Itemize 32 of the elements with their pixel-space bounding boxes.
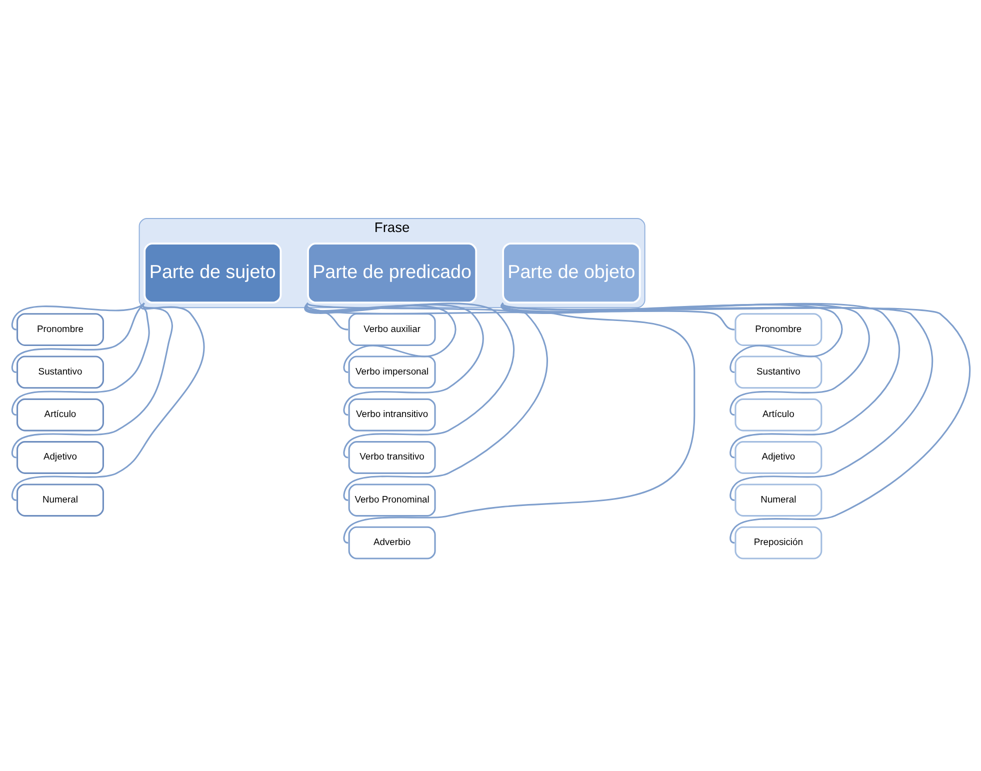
connector — [10, 302, 144, 372]
node-box: Parte de predicado — [306, 242, 477, 304]
connector — [304, 302, 484, 416]
node-box: Sustantivo — [16, 355, 104, 388]
node-box: Parte de sujeto — [143, 242, 282, 304]
connector — [304, 302, 514, 458]
node-box: Verbo Pronominal — [348, 483, 436, 516]
connector — [10, 302, 204, 500]
connector — [10, 302, 172, 458]
connector — [502, 302, 970, 543]
connector — [502, 302, 734, 330]
node-box: Verbo auxiliar — [348, 312, 436, 346]
node-box: Artículo — [734, 398, 822, 431]
connector — [10, 302, 144, 330]
node-box: Numeral — [16, 483, 104, 516]
node-box: Pronombre — [734, 312, 822, 346]
node-box: Adverbio — [348, 526, 436, 559]
node-box: Pronombre — [16, 312, 104, 346]
node-box: Artículo — [16, 398, 104, 431]
connector — [502, 302, 932, 500]
node-box: Adjetivo — [734, 440, 822, 474]
node-box: Sustantivo — [734, 355, 822, 388]
node-box: Preposición — [734, 526, 822, 559]
connector — [306, 302, 695, 543]
node-box: Parte de objeto — [502, 242, 640, 304]
node-box: Numeral — [734, 483, 822, 516]
connector — [10, 302, 150, 416]
node-box: Verbo intransitivo — [348, 398, 436, 431]
connector — [502, 302, 842, 372]
node-box: Verbo impersonal — [348, 355, 436, 388]
node-box: Adjetivo — [16, 440, 104, 474]
node-box: Verbo transitivo — [348, 440, 436, 474]
